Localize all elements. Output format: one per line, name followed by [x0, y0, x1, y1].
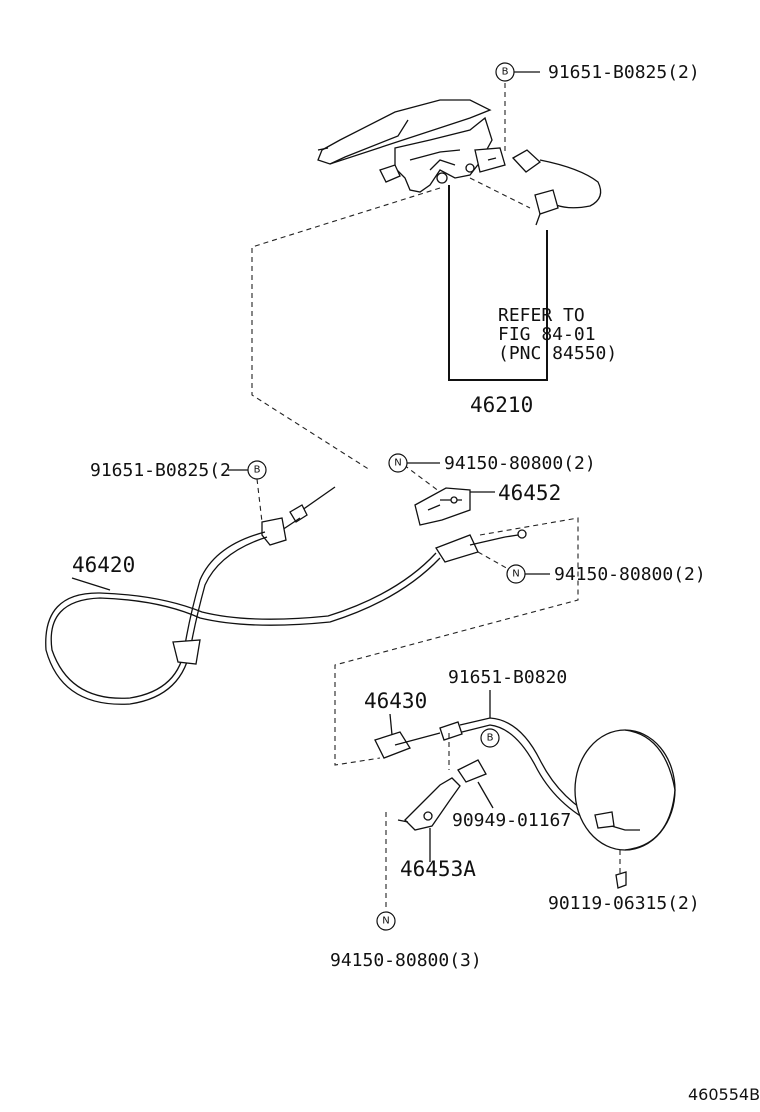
- svg-text:N: N: [394, 458, 401, 469]
- label-91651-b0825-left: 91651-B0825(2: [90, 460, 231, 481]
- badge-b-left: B: [247, 460, 267, 480]
- dashed-region-mid: [334, 517, 579, 766]
- label-90119-06315: 90119-06315(2): [548, 893, 700, 914]
- leader-46430: [389, 713, 393, 736]
- rear-cable: [374, 717, 676, 889]
- refer-line-2: FIG 84-01: [498, 324, 596, 345]
- dashed-link-lever-cable: [251, 187, 441, 471]
- label-90949-01167: 90949-01167: [452, 810, 571, 831]
- badge-b-mid: B: [480, 728, 500, 748]
- label-46430: 46430: [364, 689, 427, 713]
- intermediate-lever-46453a: [385, 733, 487, 910]
- refer-line-3: (PNC 84550): [498, 343, 617, 364]
- label-46210: 46210: [470, 393, 533, 417]
- svg-text:N: N: [382, 916, 389, 927]
- leader-46210: [448, 185, 548, 381]
- svg-text:N: N: [512, 569, 519, 580]
- dashed-n-right: [477, 551, 511, 571]
- label-46420: 46420: [72, 553, 135, 577]
- svg-text:B: B: [487, 733, 494, 744]
- parking-brake-lever-assembly: [317, 83, 602, 226]
- svg-text:B: B: [502, 67, 509, 78]
- label-94150-80800-upper: 94150-80800(2): [444, 453, 596, 474]
- svg-text:B: B: [254, 465, 261, 476]
- dashed-b-left: [256, 478, 263, 523]
- label-94150-80800-bottom: 94150-80800(3): [330, 950, 482, 971]
- label-91651-b0825-top: 91651-B0825(2): [548, 62, 700, 83]
- refer-line-1: REFER TO: [498, 305, 585, 326]
- equalizer-bracket-46452: [403, 464, 495, 526]
- badge-b-top: B: [495, 62, 515, 82]
- leader-90949: [477, 781, 494, 809]
- figure-id: 460554B: [688, 1085, 760, 1104]
- label-91651-b0820: 91651-B0820: [448, 667, 567, 688]
- badge-n-bottom: N: [376, 911, 396, 931]
- label-46453a: 46453A: [400, 857, 476, 881]
- badge-n-upper: N: [388, 453, 408, 473]
- label-46452: 46452: [498, 481, 561, 505]
- label-94150-80800-right: 94150-80800(2): [554, 564, 706, 585]
- leader-46420: [71, 577, 111, 591]
- badge-n-right: N: [506, 564, 526, 584]
